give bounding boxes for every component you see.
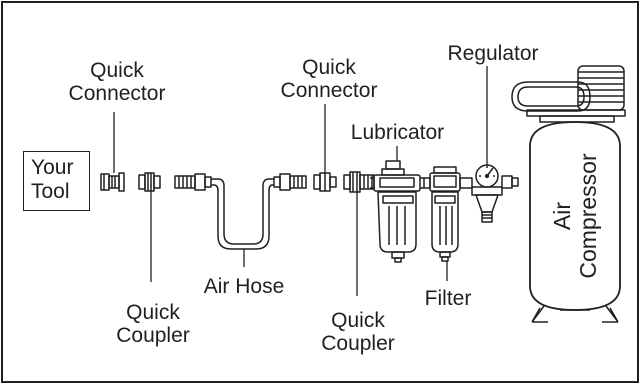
label-quick-coupler-left: Quick Coupler: [108, 301, 198, 347]
label-line: Tool: [31, 180, 70, 203]
your-tool-box: Your Tool: [23, 151, 90, 211]
label-air-hose: Air Hose: [203, 275, 285, 298]
label-line: Your: [31, 156, 74, 179]
label-line: Quick: [331, 309, 385, 332]
leader-lines: [113, 66, 488, 296]
label-quick-connector-left: Quick Connector: [62, 59, 172, 105]
quick-coupler-right: [343, 171, 375, 193]
label-quick-connector-right: Quick Connector: [270, 56, 388, 102]
label-line: Connector: [280, 79, 378, 102]
label-air-compressor: Air Compressor: [549, 141, 601, 291]
manifold-connector: [423, 177, 431, 189]
label-quick-coupler-right: Quick Coupler: [313, 309, 403, 355]
label-your-tool: Your Tool: [31, 156, 73, 204]
compressor-motor: [511, 65, 626, 123]
quick-connector-tool: [100, 172, 125, 192]
label-line: Quick: [302, 56, 356, 79]
label-line: Compressor: [575, 153, 601, 279]
lubricator-unit: [370, 160, 424, 263]
quick-connector-right: [313, 172, 337, 192]
label-line: Quick: [90, 59, 144, 82]
filter-unit: [429, 166, 473, 262]
air-hose-assembly: [174, 173, 307, 250]
label-filter: Filter: [424, 287, 472, 310]
label-regulator: Regulator: [447, 42, 539, 65]
label-line: Coupler: [116, 324, 190, 347]
label-line: Air: [549, 201, 575, 231]
compressor-tank: [529, 121, 621, 323]
label-lubricator: Lubricator: [350, 121, 445, 144]
label-line: Coupler: [321, 332, 395, 355]
quick-coupler-left: [138, 172, 161, 192]
regulator-unit: [471, 164, 519, 223]
label-line: Quick: [126, 301, 180, 324]
label-line: Connector: [68, 82, 166, 105]
